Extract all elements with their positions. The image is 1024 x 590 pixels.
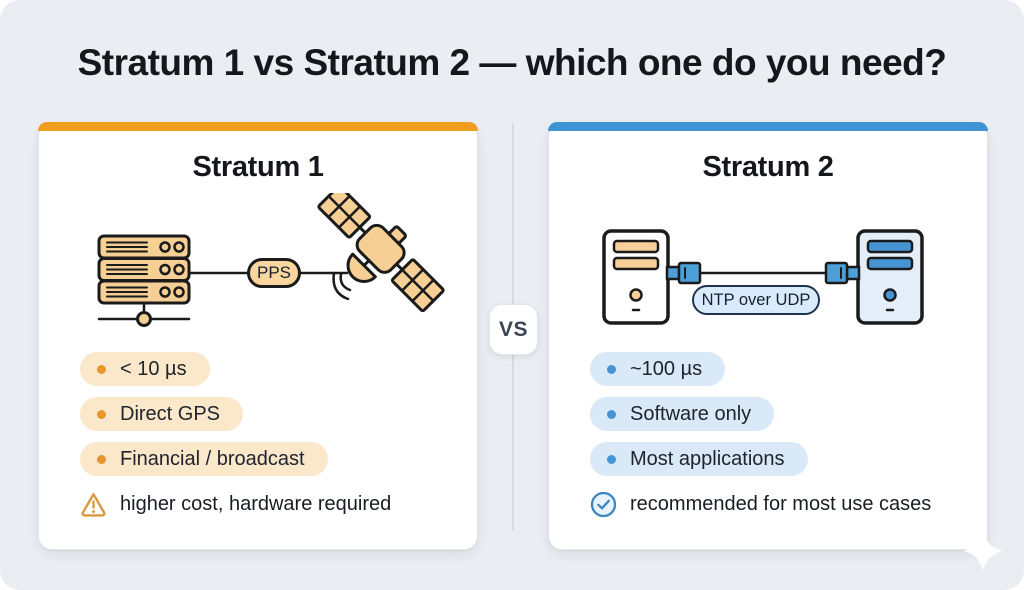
vs-label: VS [498, 317, 528, 341]
bullet-dot-icon [607, 454, 616, 464]
feature-pill-label: ~100 µs [630, 357, 703, 380]
stratum1-title: Stratum 1 [192, 151, 324, 183]
feature-pill-label: Financial / broadcast [120, 447, 305, 470]
vs-badge: VS [489, 304, 538, 355]
feature-pill: Direct GPS [80, 397, 244, 431]
computer-tower-icon [602, 229, 670, 325]
computer-tower-icon [856, 229, 924, 325]
ntp-label: NTP over UDP [701, 290, 811, 309]
sparkle-icon [963, 531, 1003, 571]
check-circle-icon [590, 491, 617, 518]
feature-pill-label: Most applications [630, 447, 785, 470]
stratum2-accent-bar [548, 122, 988, 131]
signal-arc-icon [339, 272, 352, 292]
feature-pill-label: Direct GPS [120, 402, 221, 425]
feature-pill-label: Software only [630, 402, 752, 425]
stratum1-feature-list: < 10 µs Direct GPS Financial / broadcast [80, 352, 328, 476]
cable-connector-icon [665, 261, 702, 285]
feature-pill: Most applications [590, 442, 808, 476]
stratum2-note-text: recommended for most use cases [630, 493, 932, 515]
server-rack-icon [97, 234, 191, 327]
bullet-dot-icon [97, 409, 106, 419]
cable-connector-icon [824, 261, 861, 285]
pps-label-pill: PPS [247, 258, 301, 288]
stratum1-note-text: higher cost, hardware required [120, 492, 392, 515]
bullet-dot-icon [607, 364, 616, 374]
feature-pill: Financial / broadcast [80, 442, 328, 476]
bullet-dot-icon [97, 364, 106, 374]
server-satellite-drawing [97, 193, 445, 327]
feature-pill: ~100 µs [590, 352, 726, 386]
towers-cable-drawing [602, 229, 924, 325]
stratum1-illustration: PPS [39, 193, 479, 353]
stratum1-card: Stratum 1 [38, 122, 478, 550]
stratum2-illustration: NTP over UDP [549, 193, 989, 353]
satellite-icon [317, 193, 445, 313]
pps-label: PPS [256, 263, 292, 282]
bullet-dot-icon [607, 409, 616, 419]
stratum1-note: higher cost, hardware required [80, 491, 391, 517]
feature-pill: < 10 µs [80, 352, 210, 386]
stratum2-title: Stratum 2 [702, 151, 834, 183]
stratum2-feature-list: ~100 µs Software only Most applications [590, 352, 808, 476]
bullet-dot-icon [97, 454, 106, 464]
feature-pill: Software only [590, 397, 775, 431]
signal-arc-icon [332, 271, 350, 301]
stratum2-note: recommended for most use cases [590, 491, 931, 518]
stratum1-accent-bar [38, 122, 478, 131]
feature-pill-label: < 10 µs [120, 357, 187, 380]
page-title: Stratum 1 vs Stratum 2 — which one do yo… [77, 42, 947, 83]
warning-triangle-icon [81, 493, 106, 517]
ntp-label-pill: NTP over UDP [692, 285, 820, 315]
stratum2-card: Stratum 2 [548, 122, 988, 550]
